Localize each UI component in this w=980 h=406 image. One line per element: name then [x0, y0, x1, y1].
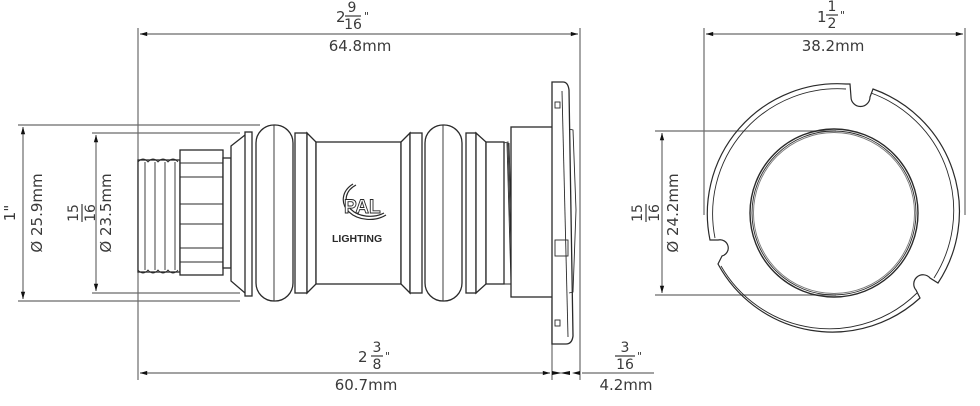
flange-diameter-dimension: 1 1 2 " 38.2mm [703, 0, 966, 215]
fixture-side-view: PAL LIGHTING [137, 81, 577, 345]
svg-text:3: 3 [373, 340, 382, 356]
svg-text:8: 8 [373, 357, 382, 373]
lens-diameter-dimension: 15 16 Ø 24.2mm [630, 130, 836, 296]
svg-text:1": 1" [1, 205, 19, 221]
ring-2 [424, 124, 463, 302]
body-length-dimension: 2 3 8 " 60.7mm [140, 300, 553, 394]
svg-text:1: 1 [817, 8, 827, 26]
housing-sleeve [510, 126, 554, 298]
svg-text:38.2mm: 38.2mm [802, 37, 865, 55]
svg-text:": " [364, 10, 369, 23]
svg-text:1: 1 [828, 0, 837, 15]
svg-text:15: 15 [66, 204, 82, 222]
svg-text:Ø 25.9mm: Ø 25.9mm [28, 173, 46, 252]
svg-text:4.2mm: 4.2mm [599, 376, 652, 394]
svg-text:9: 9 [348, 0, 357, 16]
svg-text:15: 15 [630, 204, 646, 222]
ring-1 [255, 124, 294, 302]
svg-text:": " [385, 350, 390, 363]
svg-text:3: 3 [621, 340, 630, 356]
svg-text:": " [637, 350, 642, 363]
flange-ring [706, 83, 961, 333]
lens-outer [749, 128, 919, 298]
svg-text:16: 16 [83, 204, 99, 222]
svg-text:Ø 24.2mm: Ø 24.2mm [664, 173, 682, 252]
lens-inner [751, 130, 917, 296]
overall-length-whole: 2 [336, 8, 346, 26]
svg-text:2: 2 [828, 16, 837, 32]
svg-text:16: 16 [344, 17, 362, 33]
svg-text:PAL: PAL [344, 197, 381, 218]
svg-text:": " [840, 9, 845, 22]
threaded-end [137, 158, 181, 274]
svg-text:LIGHTING: LIGHTING [332, 233, 382, 245]
pal-logo: PAL LIGHTING [332, 183, 387, 245]
thread-diameter-dimension: 15 16 Ø 23.5mm [66, 132, 240, 294]
outer-diameter-dimension: 1" Ø 25.9mm [1, 124, 260, 302]
flange-thickness-dimension: 3 16 " 4.2mm [552, 340, 654, 394]
fixture-front-view [706, 83, 961, 333]
svg-text:16: 16 [616, 357, 634, 373]
svg-text:Ø 23.5mm: Ø 23.5mm [97, 173, 115, 252]
svg-text:16: 16 [647, 204, 663, 222]
flange-side [551, 81, 577, 345]
hex-nut [179, 149, 232, 276]
overall-length-metric: 64.8mm [329, 37, 392, 55]
svg-text:60.7mm: 60.7mm [335, 376, 398, 394]
overall-length-dimension: 2 9 16 " 64.8mm [137, 0, 581, 380]
svg-text:2: 2 [358, 348, 368, 366]
